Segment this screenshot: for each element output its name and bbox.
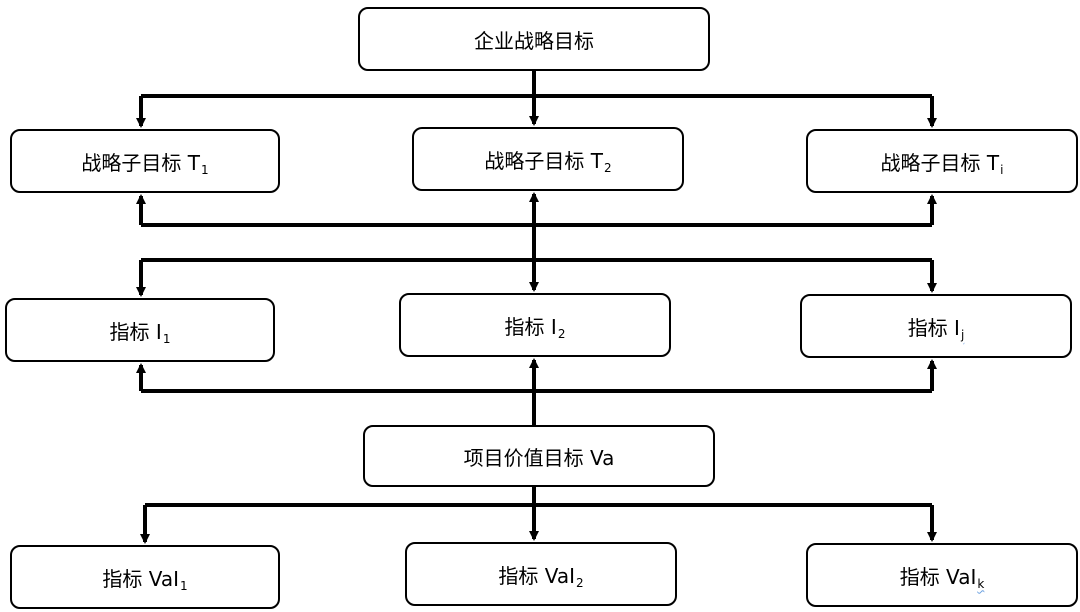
node-project-value-goal: 项目价值目标 Va [363,425,715,487]
node-label: 指标 VaI [498,563,575,588]
node-label: 指标 I [109,319,162,344]
node-label: 战略子目标 T [484,148,603,173]
node-label: 战略子目标 T [81,150,200,175]
node-subscript: 2 [576,575,584,590]
node-label: 指标 VaI [899,564,977,589]
node-label: 指标 I [504,314,557,339]
node-subscript: 1 [180,578,188,593]
node-subscript: 1 [200,162,209,177]
node-label: 项目价值目标 Va [463,445,615,470]
node-label: 企业战略目标 [474,28,594,53]
node-subscript: 2 [557,326,566,341]
node-label: 指标 VaI [102,566,179,591]
node-label: 指标 I [907,315,960,340]
node-enterprise-strategic-goal: 企业战略目标 [358,7,710,71]
node-subscript: i [1000,162,1004,177]
node-label: 战略子目标 T [880,150,1000,175]
node-subscript: j [960,327,965,342]
node-subscript: k [977,576,985,591]
node-subscript: 1 [162,331,171,346]
node-subscript: 2 [603,160,612,175]
